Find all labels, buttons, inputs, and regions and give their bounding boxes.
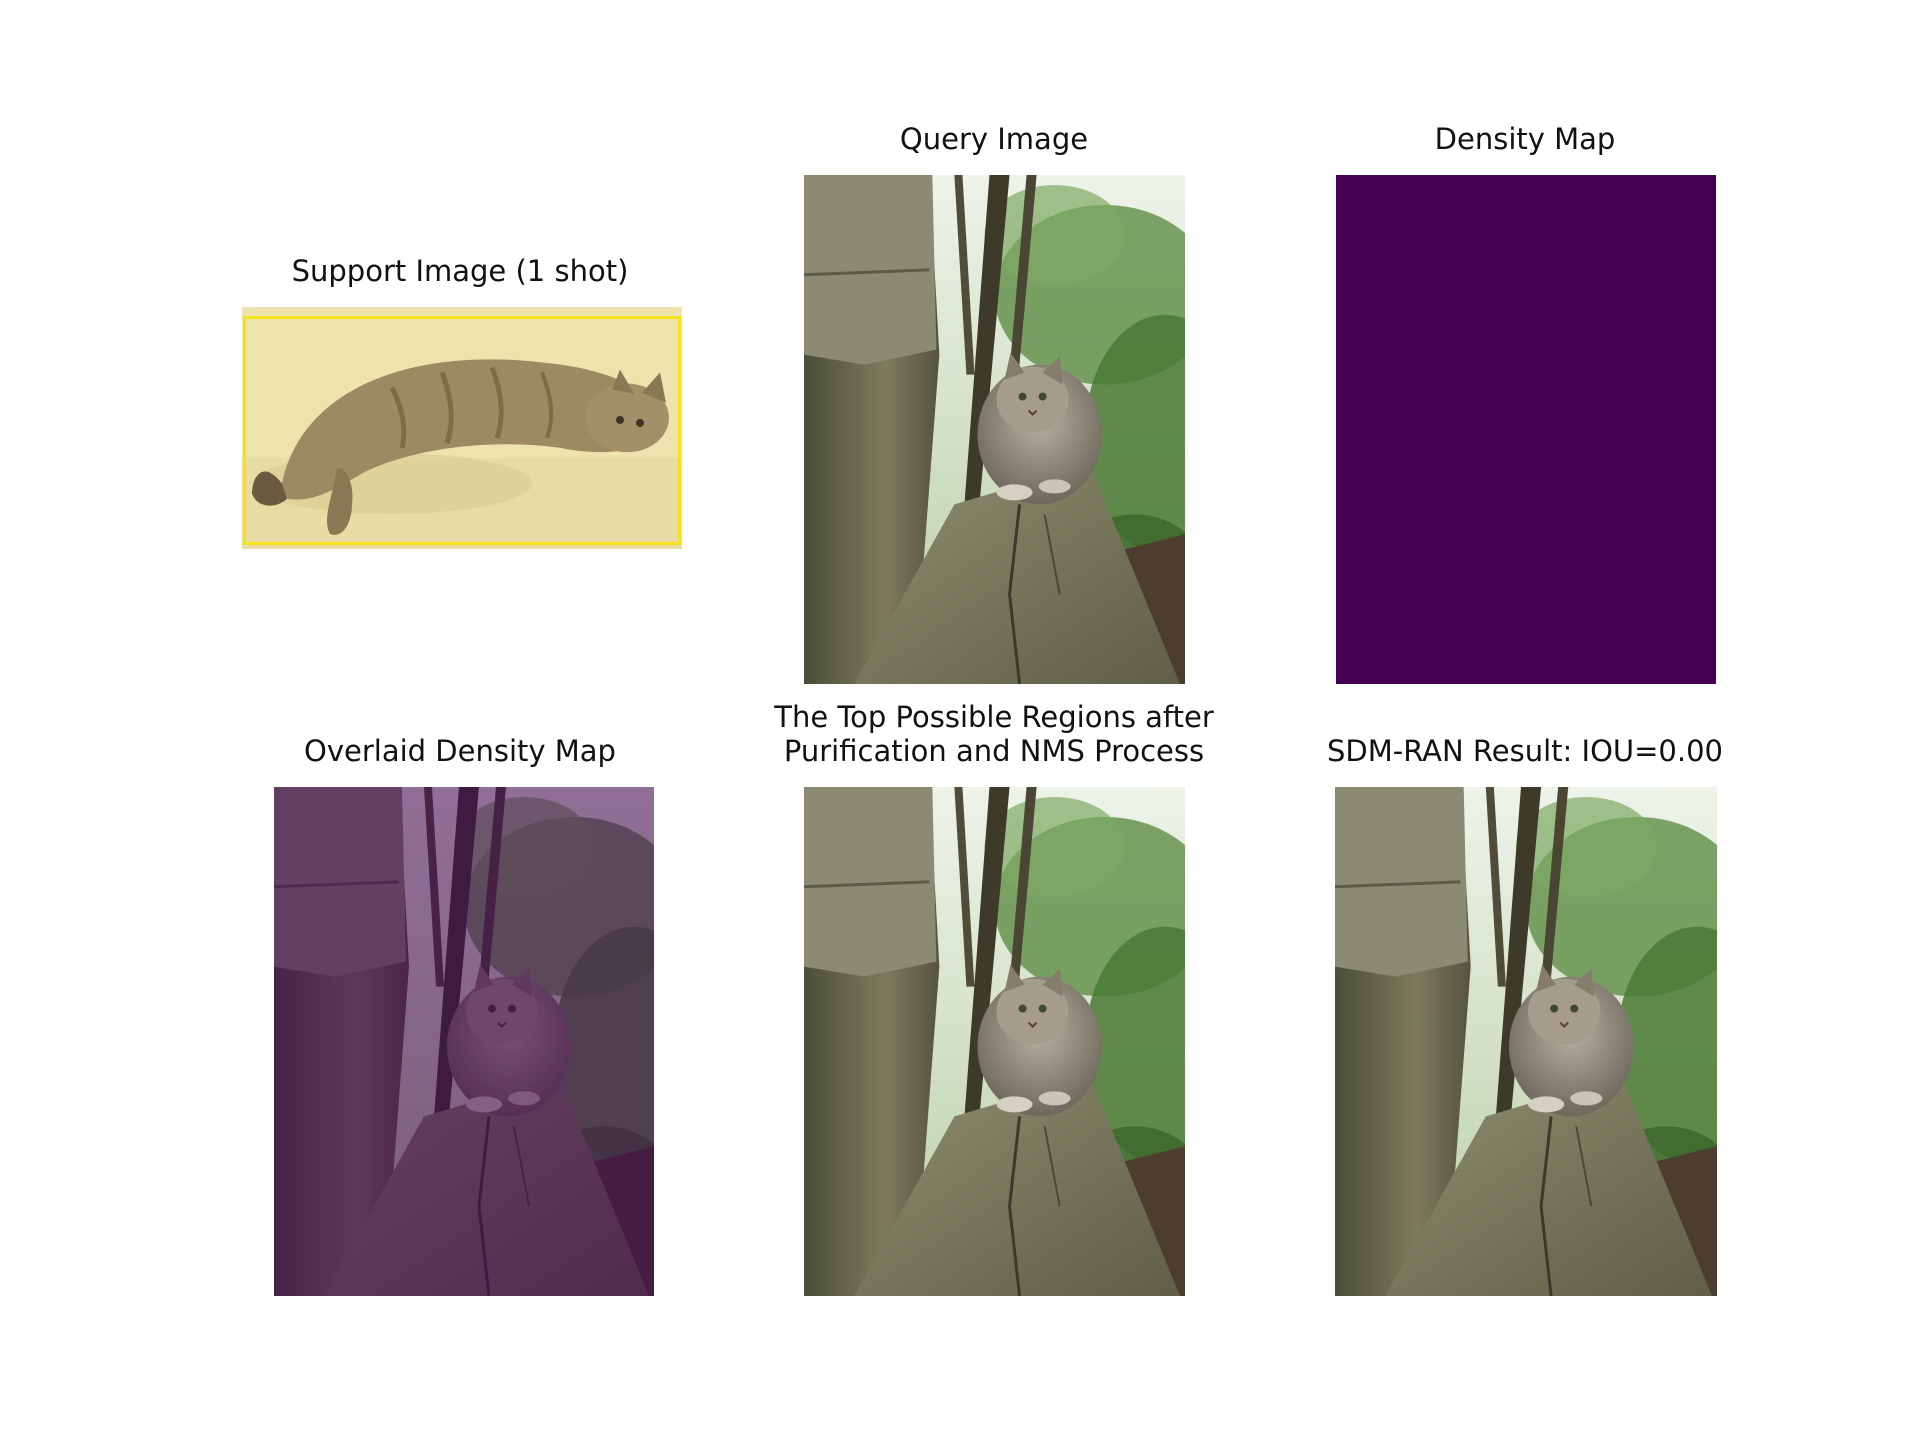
top-regions-title: The Top Possible Regions after Purificat…: [744, 700, 1244, 768]
sdm-ran-result-image: [1335, 787, 1717, 1296]
top-regions-image: [804, 787, 1185, 1296]
support-image-title: Support Image (1 shot): [291, 254, 629, 288]
result-cat-picture: [1335, 787, 1717, 1296]
top-regions-cat-picture: [804, 787, 1185, 1296]
density-map: [1336, 175, 1716, 684]
overlaid-cat-picture: [274, 787, 654, 1296]
sdm-ran-result-title: SDM-RAN Result: IOU=0.00: [1326, 734, 1724, 768]
overlaid-density-map: [274, 787, 654, 1296]
density-map-title: Density Map: [1434, 122, 1616, 156]
top-regions-title-line1: The Top Possible Regions after: [774, 700, 1214, 734]
overlaid-density-map-title: Overlaid Density Map: [304, 734, 616, 768]
query-image-title: Query Image: [899, 122, 1089, 156]
support-bounding-box: [243, 316, 681, 545]
query-image: [804, 175, 1185, 684]
top-regions-title-line2: Purification and NMS Process: [783, 734, 1205, 768]
cat-on-log-picture: [804, 175, 1185, 684]
